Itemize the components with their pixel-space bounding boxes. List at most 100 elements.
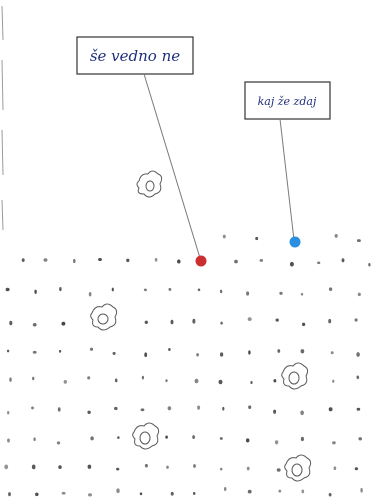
- field-dot: [9, 321, 12, 326]
- field-dot: [89, 292, 92, 296]
- field-dot: [35, 493, 39, 496]
- field-dot: [31, 406, 34, 409]
- field-dot: [301, 437, 304, 441]
- field-dot: [87, 411, 90, 414]
- left-edge-scribble: [2, 6, 3, 230]
- field-dot: [126, 259, 129, 262]
- field-dot: [33, 351, 37, 354]
- field-dot: [87, 376, 90, 379]
- field-dot: [64, 380, 67, 384]
- field-dot: [329, 287, 332, 291]
- field-dot: [171, 492, 174, 496]
- field-dot: [90, 348, 93, 351]
- field-dot: [368, 263, 370, 266]
- field-dot: [34, 290, 36, 294]
- field-dot: [165, 435, 168, 438]
- field-dot: [302, 323, 305, 326]
- label-text-1: še vedno ne: [90, 47, 180, 65]
- field-dot: [166, 466, 169, 469]
- field-dot: [155, 258, 158, 262]
- field-dot: [328, 319, 331, 324]
- field-dot: [142, 376, 144, 380]
- field-dot: [9, 377, 11, 382]
- field-dot: [98, 258, 102, 261]
- field-dot: [117, 436, 119, 439]
- field-dot: [171, 320, 174, 325]
- field-dot: [355, 318, 358, 321]
- field-dot: [195, 379, 199, 384]
- field-dot: [334, 466, 337, 470]
- field-dot: [358, 437, 362, 440]
- red-marker-dot: [196, 256, 207, 267]
- field-dot: [61, 322, 65, 326]
- field-dot: [88, 493, 92, 496]
- field-dot: [58, 465, 61, 469]
- field-dot: [88, 465, 92, 469]
- field-dot: [300, 410, 304, 415]
- field-dot: [57, 441, 60, 444]
- field-dot: [193, 464, 196, 468]
- field-dot: [145, 464, 148, 468]
- field-dot: [277, 468, 281, 471]
- field-dot: [276, 319, 279, 322]
- field-dot: [112, 288, 114, 292]
- field-dot: [7, 439, 10, 443]
- field-dot: [58, 407, 61, 411]
- field-dot: [248, 405, 251, 409]
- field-dot: [144, 352, 147, 357]
- field-dot: [317, 261, 320, 264]
- leader-line-1: [144, 74, 200, 258]
- field-dot: [220, 290, 222, 294]
- field-dot: [145, 321, 148, 324]
- field-dot: [59, 287, 61, 291]
- field-dot: [177, 259, 180, 263]
- field-dot: [246, 438, 249, 442]
- field-dot: [301, 489, 304, 493]
- field-dot: [168, 348, 171, 351]
- field-dot: [301, 293, 303, 296]
- label-text-2: kaj že zdaj: [258, 95, 317, 108]
- field-dot: [6, 288, 10, 292]
- field-dot: [335, 234, 338, 238]
- field-dot: [115, 378, 118, 382]
- field-dot: [248, 350, 250, 354]
- field-dot: [222, 407, 224, 411]
- field-dot: [275, 440, 278, 444]
- field-dot: [278, 490, 281, 493]
- field-dot: [7, 411, 9, 414]
- field-dot: [358, 293, 361, 297]
- blob-shape: [133, 423, 159, 449]
- blue-marker-dot: [290, 237, 301, 248]
- field-dot: [360, 488, 362, 493]
- field-dot: [44, 258, 48, 262]
- field-dot: [246, 291, 249, 295]
- field-dot: [279, 292, 282, 295]
- field-dot: [247, 467, 250, 471]
- field-dot: [113, 352, 116, 355]
- field-dot: [140, 492, 142, 495]
- field-dot: [329, 407, 333, 411]
- field-dot: [192, 435, 195, 439]
- field-dot: [277, 349, 280, 353]
- field-dot: [168, 288, 171, 291]
- field-dot: [192, 319, 195, 324]
- dot-field: [4, 234, 370, 496]
- field-dot: [59, 350, 61, 353]
- field-dot: [220, 352, 223, 356]
- field-dot: [220, 437, 223, 440]
- field-dot: [73, 259, 75, 263]
- leader-line-2: [280, 119, 294, 240]
- field-dot: [165, 379, 167, 382]
- field-dot: [7, 350, 9, 353]
- field-dot: [219, 380, 223, 384]
- blob-shape: [282, 363, 308, 389]
- field-dot: [144, 289, 147, 292]
- field-dot: [22, 258, 25, 262]
- field-dot: [114, 407, 118, 410]
- field-dot: [223, 235, 226, 239]
- field-dot: [4, 465, 8, 470]
- field-dot: [329, 493, 332, 496]
- field-dot: [197, 405, 200, 409]
- field-dot: [332, 380, 334, 383]
